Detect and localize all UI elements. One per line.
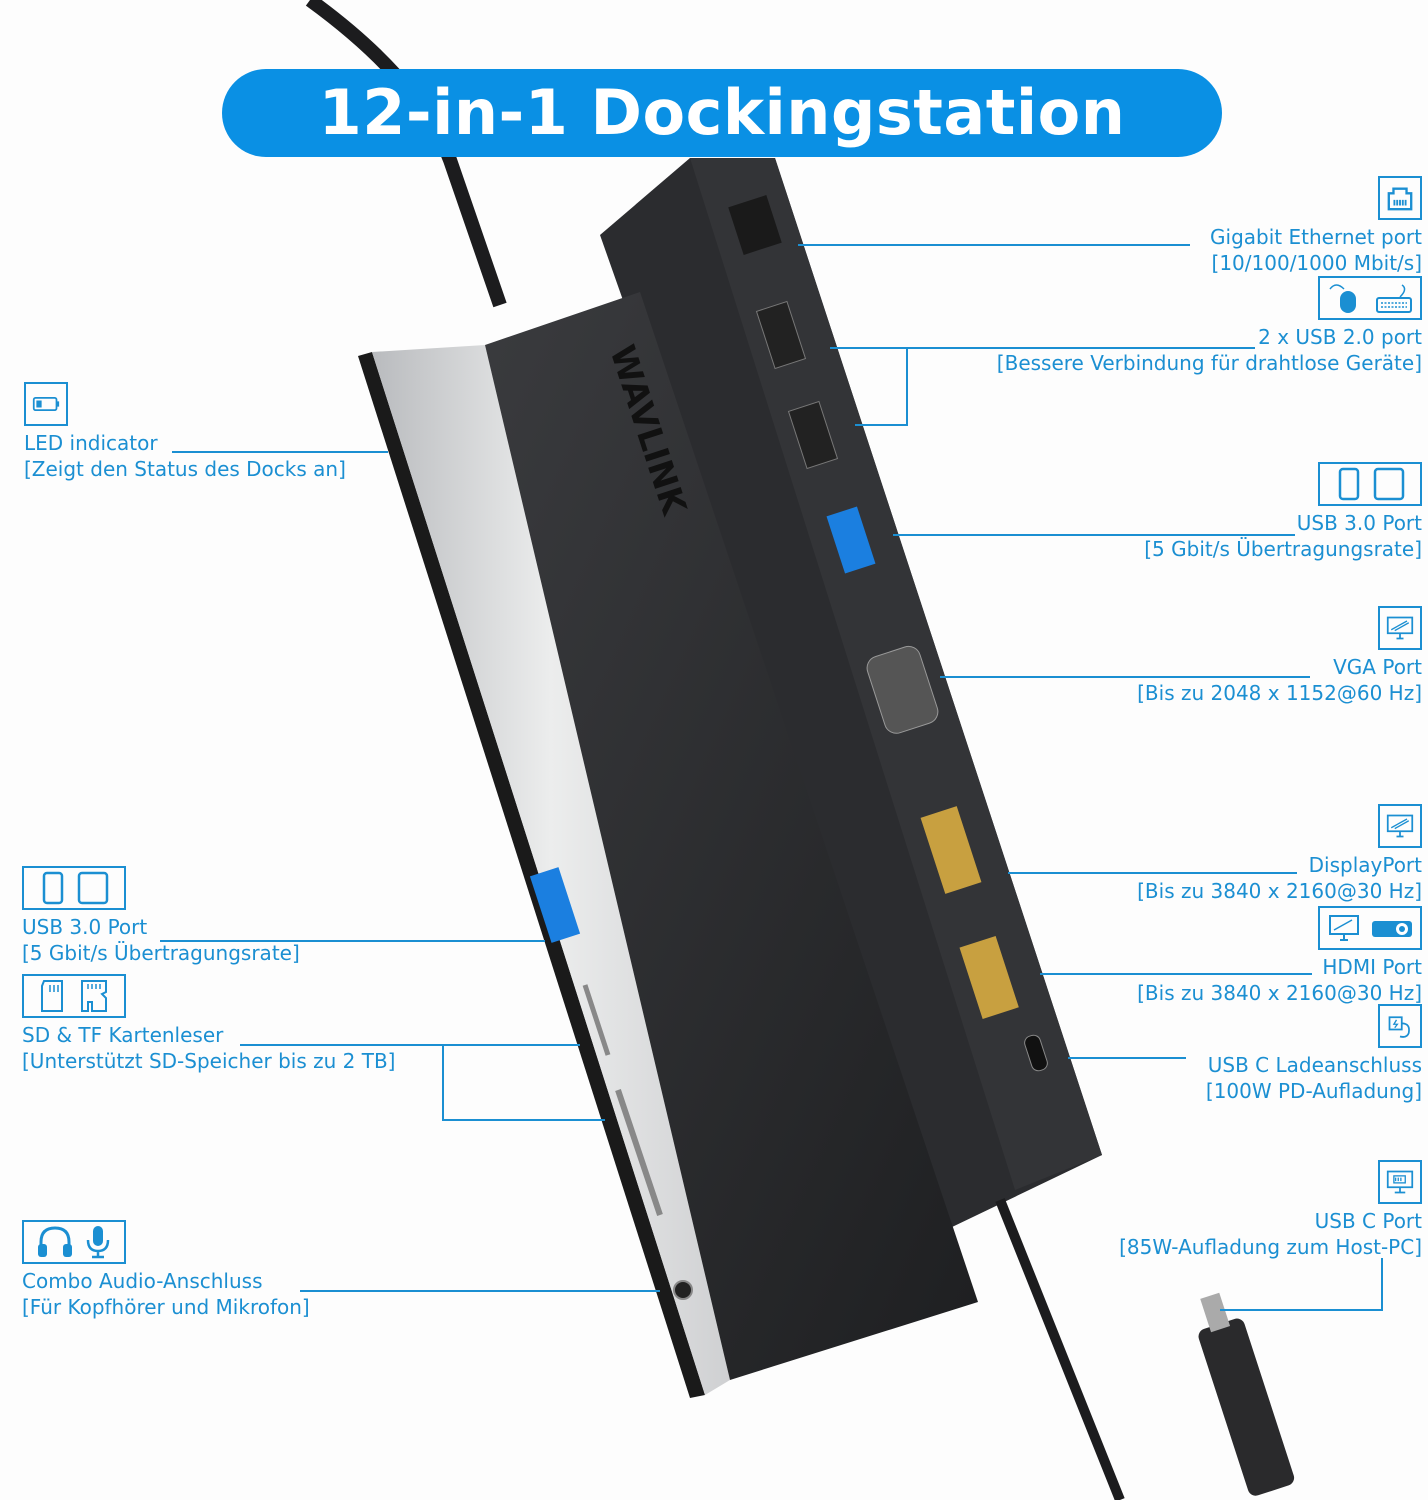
usb2-title: 2 x USB 2.0 port (1258, 325, 1422, 349)
callout-ethernet: Gigabit Ethernet port [10/100/1000 Mbit/… (1210, 176, 1422, 276)
ethernet-title: Gigabit Ethernet port (1210, 225, 1422, 249)
usb2-port-2 (787, 400, 839, 470)
audio-jack (673, 1280, 693, 1300)
phone-icon (1338, 467, 1360, 501)
usb2-leader (830, 347, 1255, 426)
usb3-right-detail: [5 Gbit/s Übertragungsrate] (1144, 537, 1422, 561)
vga-title: VGA Port (1333, 655, 1422, 679)
audio-detail: [Für Kopfhörer und Mikrofon] (22, 1295, 310, 1319)
sd-card-icon (41, 980, 63, 1012)
monitor-icon (1329, 915, 1359, 941)
tablet-icon (77, 871, 109, 905)
callout-audio: Combo Audio-Anschluss [Für Kopfhörer und… (22, 1220, 310, 1320)
usb3-left-detail: [5 Gbit/s Übertragungsrate] (22, 941, 300, 965)
usbc-port-leader (1220, 1258, 1383, 1311)
audio-title: Combo Audio-Anschluss (22, 1269, 263, 1293)
mouse-icon (1329, 284, 1356, 313)
displayport-title: DisplayPort (1308, 853, 1422, 877)
usbc-plug-tip (1200, 1292, 1231, 1333)
charging-plug-icon (1378, 1004, 1422, 1048)
callout-usb3-right: USB 3.0 Port [5 Gbit/s Übertragungsrate] (1144, 462, 1422, 562)
battery-icon (24, 382, 68, 426)
leader-lines (160, 244, 1383, 1311)
led-title: LED indicator (24, 431, 158, 455)
usb2-port-1 (755, 300, 807, 370)
tf-slot (582, 984, 611, 1056)
led-detail: [Zeigt den Status des Docks an] (24, 457, 346, 481)
usbc-plug (1198, 1318, 1295, 1496)
monitor-icon (1378, 804, 1422, 848)
callout-led: LED indicator [Zeigt den Status des Dock… (24, 382, 346, 482)
sd-slot (615, 1089, 663, 1216)
callout-displayport: DisplayPort [Bis zu 3840 x 2160@30 Hz] (1137, 804, 1422, 904)
callout-usb3-left: USB 3.0 Port [5 Gbit/s Übertragungsrate] (22, 866, 300, 966)
tf-card-icon (81, 980, 107, 1012)
callout-vga: VGA Port [Bis zu 2048 x 1152@60 Hz] (1137, 606, 1422, 706)
displayport-detail: [Bis zu 3840 x 2160@30 Hz] (1137, 879, 1422, 903)
usbc-charge-title: USB C Ladeanschluss (1207, 1053, 1422, 1077)
dock-dark-top (485, 292, 978, 1380)
vga-detail: [Bis zu 2048 x 1152@60 Hz] (1137, 681, 1422, 705)
callout-card-reader: SD & TF Kartenleser [Unterstützt SD-Spei… (22, 974, 395, 1074)
microphone-icon (86, 1226, 110, 1259)
projector-icon (1372, 921, 1412, 937)
usbc-port-title: USB C Port (1314, 1209, 1422, 1233)
card-reader-title: SD & TF Kartenleser (22, 1023, 224, 1047)
displayport-port (920, 806, 982, 894)
usbc-charge-detail: [100W PD-Aufladung] (1205, 1079, 1422, 1103)
ethernet-port (728, 195, 782, 255)
laptop-battery-icon (1378, 1160, 1422, 1204)
keyboard-icon (1376, 284, 1412, 313)
usb3-port (826, 506, 876, 574)
phone-icon (42, 871, 64, 905)
callout-usbc-port: USB C Port [85W-Aufladung zum Host-PC] (1119, 1160, 1422, 1260)
monitor-icon (1378, 606, 1422, 650)
card-reader-detail: [Unterstützt SD-Speicher bis zu 2 TB] (22, 1049, 396, 1073)
headphones-icon (38, 1226, 72, 1257)
usb2-detail: [Bessere Verbindung für drahtlose Geräte… (996, 351, 1422, 375)
usbc-charge-port (1024, 1034, 1048, 1072)
usb3-port-left (529, 867, 581, 943)
tablet-icon (1373, 467, 1405, 501)
dock-left-edge (358, 352, 705, 1398)
usbc-port-detail: [85W-Aufladung zum Host-PC] (1119, 1235, 1422, 1259)
vga-port (866, 645, 939, 734)
hdmi-detail: [Bis zu 3840 x 2160@30 Hz] (1137, 981, 1422, 1005)
ethernet-detail: [10/100/1000 Mbit/s] (1211, 251, 1422, 275)
usb3-right-title: USB 3.0 Port (1296, 511, 1422, 535)
callout-hdmi: HDMI Port [Bis zu 3840 x 2160@30 Hz] (1137, 906, 1422, 1006)
page-title: 12-in-1 Dockingstation (222, 69, 1222, 157)
usbc-cable (995, 1198, 1125, 1500)
hdmi-port (959, 935, 1019, 1020)
callout-usb2: 2 x USB 2.0 port [Bessere Verbindung für… (997, 276, 1422, 376)
card-reader-leader (240, 1044, 605, 1121)
callout-usbc-charge: USB C Ladeanschluss [100W PD-Aufladung] (1206, 1004, 1422, 1104)
usb3-left-title: USB 3.0 Port (22, 915, 148, 939)
hdmi-title: HDMI Port (1322, 955, 1422, 979)
ethernet-icon (1378, 176, 1422, 220)
